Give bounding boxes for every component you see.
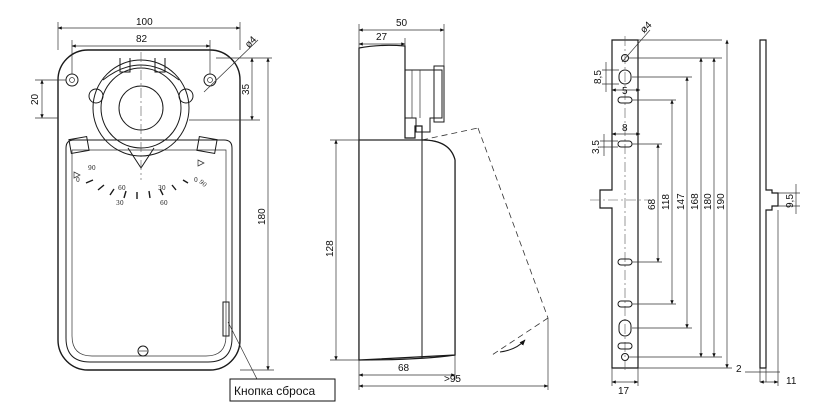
side-view-dimensions: 50 27 128 68 >95 [325, 18, 549, 390]
actuator-cover-inner [71, 149, 227, 357]
reset-label-box [229, 378, 336, 402]
bracket-view [590, 36, 650, 372]
dim-hole-spacing: 82 [136, 34, 148, 45]
scale-label: 60 [160, 200, 168, 207]
scale-label: 30 [158, 185, 166, 192]
dim-thickness: 2 [736, 364, 742, 375]
position-scale: 90 0 60 30 30 60 0 90 [73, 159, 208, 207]
dim-hole-diameter: ø4 [243, 34, 259, 50]
bracket-hole-bottom [621, 353, 629, 361]
bracket-outline [599, 39, 639, 369]
open-direction-arrow [499, 339, 526, 353]
earth-screw [137, 345, 149, 357]
scale-label: 0 [194, 177, 198, 184]
dim-notch: 9,5 [785, 194, 796, 208]
reset-button-label: Кнопка сброса [234, 384, 316, 398]
dim-bracket-hole: ø4 [638, 19, 654, 35]
bracket-slot [618, 69, 632, 85]
dim-vertical: 68 [647, 198, 658, 210]
dim-slot-width: 5 [622, 86, 628, 97]
reset-leader-line [227, 321, 261, 386]
dim-vertical: 190 [716, 193, 727, 210]
bracket-hole-top [621, 54, 629, 62]
dim-bracket-depth: 11 [786, 376, 797, 387]
bracket-side-outline [759, 39, 779, 369]
bracket-dimensions: ø4 8,5 5 8 3,5 68 118 147 168 180 190 [591, 19, 732, 397]
dim-slot-spacing: 8 [622, 123, 628, 134]
dim-hole-offset: 20 [30, 93, 41, 105]
dim-slot-length: 8,5 [593, 70, 604, 84]
actuator-body-outline [57, 49, 241, 371]
dim-body-depth: 68 [398, 363, 410, 374]
actuator-cover [65, 139, 233, 363]
reset-button[interactable] [222, 301, 230, 337]
dim-vertical: 147 [676, 193, 687, 210]
dim-vertical: 180 [703, 193, 714, 210]
scale-label: 0 [76, 177, 80, 184]
dim-vertical: 168 [690, 193, 701, 210]
front-view: 90 0 60 30 30 60 0 90 [57, 49, 241, 371]
front-view-dimensions: 100 82 ø4 20 35 180 Кнопка сброса [30, 17, 336, 402]
dim-width: 100 [136, 17, 153, 28]
dim-body-height: 128 [325, 240, 336, 257]
mounting-hole-left [65, 73, 79, 87]
scale-label: 90 [88, 165, 96, 172]
dim-hole-height: 3,5 [591, 140, 602, 154]
shaft-clamp-side [404, 69, 443, 133]
dim-vertical: 118 [661, 194, 672, 210]
dim-shaft-offset: 35 [241, 83, 252, 95]
dim-top-offset: 27 [376, 32, 388, 43]
scale-label: 30 [116, 200, 124, 207]
scale-label: 90 [197, 179, 207, 189]
dim-height: 180 [257, 208, 268, 225]
mounting-hole-right [203, 73, 217, 87]
cover-side [358, 139, 456, 361]
dim-cover-open: >95 [444, 374, 461, 385]
dim-depth: 50 [396, 18, 408, 29]
side-view [358, 44, 549, 361]
bracket-side-view: 9,5 2 11 [736, 39, 800, 387]
dim-bracket-width: 17 [618, 386, 630, 397]
scale-label: 60 [118, 185, 126, 192]
